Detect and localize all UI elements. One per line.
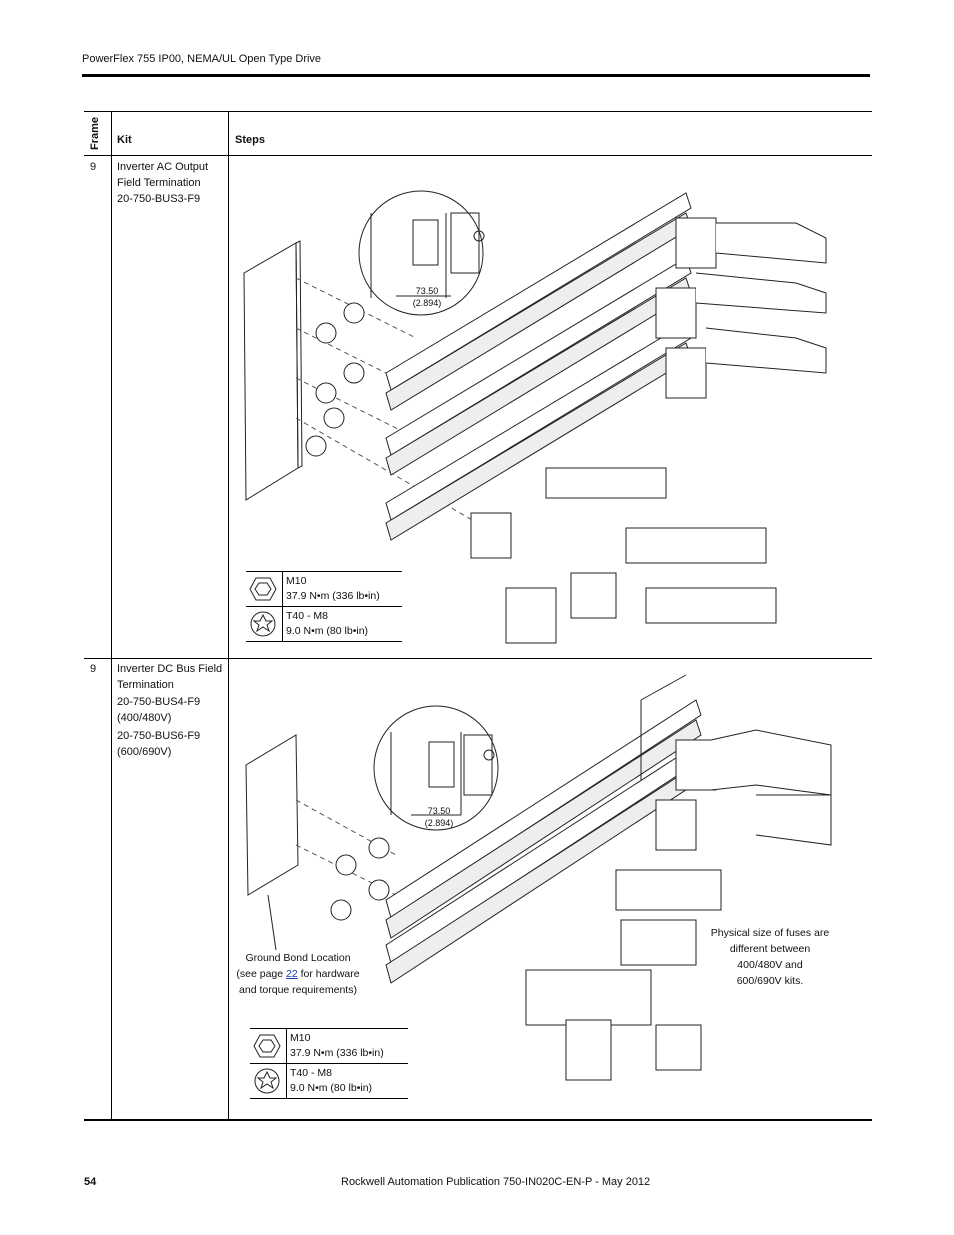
page-number: 54 [84,1176,97,1188]
torque-row: M10 37.9 N•m (336 lb•in) [246,571,402,607]
page-22-link[interactable]: 22 [286,968,298,980]
ground-bond-note: Ground Bond Location (see page 22 for ha… [236,952,360,996]
row2-frame: 9 [90,663,97,675]
fuse-size-note: Physical size of fuses are different bet… [710,927,830,987]
torque-size: T40 - M8 [290,1067,333,1079]
col-divider-2 [228,111,229,1120]
row2-kit-voltage: (400/480V) [117,712,172,724]
column-header-steps: Steps [235,134,265,146]
row1-dimension-in: (2.894) [412,298,442,308]
row1-torque-table: M10 37.9 N•m (336 lb•in) T40 - M8 9.0 N•… [246,571,402,642]
row2-kit-code: 20-750-BUS6-F9 [117,730,201,742]
header-row-rule [84,155,872,156]
torx-bolt-icon [250,611,276,637]
dc-bus-termination-illustration [245,674,832,1081]
torque-value: 9.0 N•m (80 lb•in) [290,1082,373,1094]
row2-dimension: 73.50 (2.894) [423,805,455,829]
torque-value: 9.0 N•m (80 lb•in) [286,625,369,637]
header-rule [82,74,870,77]
column-header-frame: Frame [89,116,101,150]
row2-kit-name: Inverter DC Bus Field Termination [117,663,223,691]
row-divider [84,658,872,659]
col-divider-1 [111,111,112,1120]
row2-kit-code: 20-750-BUS4-F9 [117,696,201,708]
torque-value: 37.9 N•m (336 lb•in) [286,590,380,602]
row1-dimension-mm: 73.50 [415,286,439,296]
row1-kit: Inverter AC Output Field Termination 20-… [117,159,225,207]
torque-row: T40 - M8 9.0 N•m (80 lb•in) [250,1064,408,1099]
row2-kit: Inverter DC Bus Field Termination 20-750… [117,661,225,760]
table-top-rule [84,111,872,112]
row2-torque-table: M10 37.9 N•m (336 lb•in) T40 - M8 9.0 N•… [250,1028,408,1099]
publication-info: Rockwell Automation Publication 750-IN02… [341,1176,651,1188]
row2-kit-voltage: (600/690V) [117,746,172,758]
column-header-kit: Kit [117,134,132,146]
torque-value: 37.9 N•m (336 lb•in) [290,1047,384,1059]
row1-kit-code: 20-750-BUS3-F9 [117,193,201,205]
row2-dimension-in: (2.894) [424,818,454,828]
running-header: PowerFlex 755 IP00, NEMA/UL Open Type Dr… [82,53,322,65]
row1-dimension: 73.50 (2.894) [412,285,442,309]
torx-bolt-icon [254,1068,280,1094]
row1-kit-name: Inverter AC Output Field Termination [117,161,209,189]
row1-frame: 9 [90,161,97,173]
ac-output-termination-illustration [243,190,827,644]
torque-size: M10 [290,1032,311,1044]
table-bottom-rule [84,1119,872,1121]
torque-row: M10 37.9 N•m (336 lb•in) [250,1028,408,1064]
torque-size: T40 - M8 [286,610,329,622]
torque-size: M10 [286,575,307,587]
hex-bolt-icon [253,1034,281,1058]
torque-row: T40 - M8 9.0 N•m (80 lb•in) [246,607,402,642]
hex-bolt-icon [249,577,277,601]
row2-dimension-mm: 73.50 [427,806,451,816]
